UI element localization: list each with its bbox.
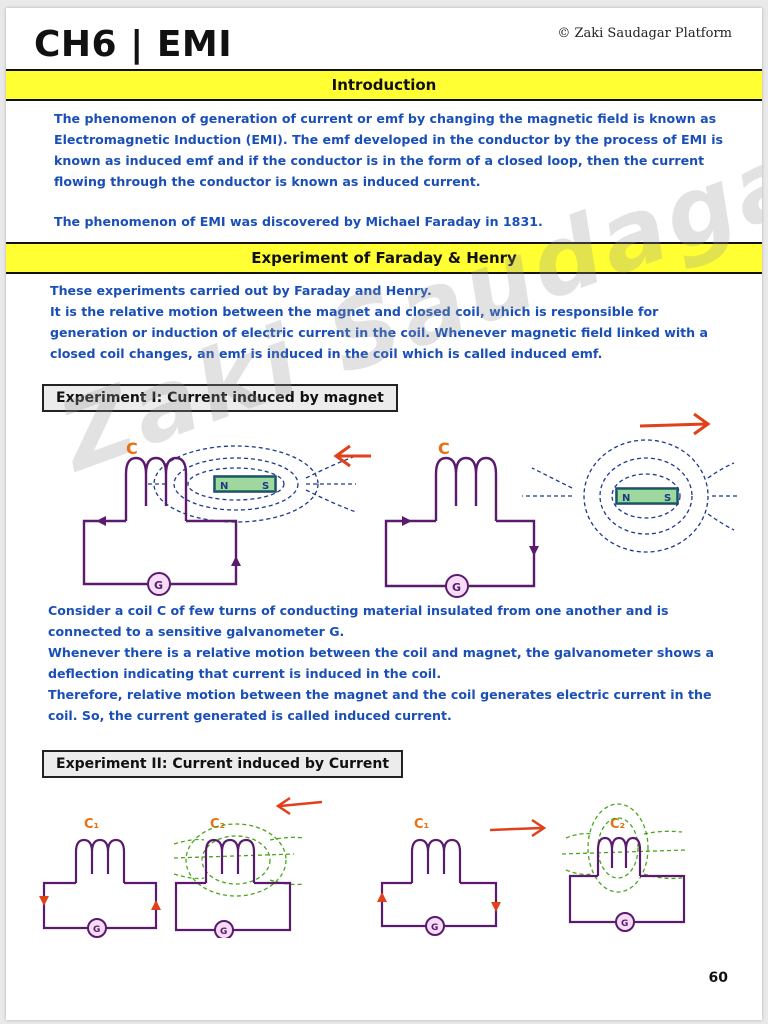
svg-text:N: N (220, 481, 228, 492)
chapter-title: CH6 | EMI (34, 24, 233, 65)
svg-text:G: G (93, 925, 100, 935)
magnetic-field-lines (173, 823, 305, 897)
galvanometer (87, 918, 107, 938)
svg-text:C₂: C₂ (610, 817, 625, 832)
galvanometer (445, 574, 469, 598)
introduction-paragraph-2: The phenomenon of EMI was discovered by … (54, 214, 543, 229)
faraday-henry-line-1: These experiments carried out by Faraday… (50, 283, 432, 298)
experiment-1-line-2: Whenever there is a relative motion betw… (48, 645, 715, 681)
galvanometer (214, 920, 234, 938)
page-number: 60 (708, 970, 728, 986)
motion-arrow-right-icon (639, 412, 711, 436)
coil-label: C (126, 439, 138, 458)
galvanometer (615, 912, 635, 932)
svg-text:S: S (262, 481, 269, 492)
introduction-paragraph-1: The phenomenon of generation of current … (54, 111, 724, 189)
svg-text:C₁: C₁ (84, 817, 99, 832)
svg-text:G: G (621, 919, 628, 929)
motion-arrow-left-icon (275, 796, 323, 816)
svg-text:N: N (622, 493, 630, 504)
svg-text:C: C (438, 439, 450, 458)
experiment-1-diagram-receding: C N S G (384, 412, 737, 598)
galvanometer (147, 572, 171, 596)
svg-text:G: G (220, 927, 227, 937)
current-direction-arrows (96, 516, 241, 566)
introduction-heading: Introduction (6, 69, 762, 101)
faraday-henry-heading: Experiment of Faraday & Henry (6, 242, 762, 274)
copyright-notice: © Zaki Saudagar Platform (557, 26, 732, 41)
galvanometer (425, 916, 445, 936)
svg-text:S: S (664, 493, 671, 504)
svg-text:C₁: C₁ (414, 817, 429, 832)
current-direction-arrows (402, 516, 539, 556)
motion-arrow-right-icon (489, 818, 547, 838)
document-page: CH6 | EMI © Zaki Saudagar Platform Intro… (6, 8, 762, 1020)
svg-text:C₂: C₂ (210, 817, 225, 832)
experiment-1-line-3: Therefore, relative motion between the m… (48, 687, 712, 723)
experiment-1-diagram-approaching: C N S G (82, 439, 371, 596)
faraday-henry-line-2: It is the relative motion between the ma… (50, 304, 709, 361)
svg-text:G: G (452, 581, 461, 594)
svg-text:G: G (431, 923, 438, 933)
svg-text:G: G (154, 579, 163, 592)
experiment-2-diagram-receding: C₁ C₂ G G (377, 803, 687, 936)
experiment-1-title: Experiment I: Current induced by magnet (42, 384, 398, 412)
experiment-2-diagram-approaching: C₁ C₂ G G (39, 796, 323, 938)
motion-arrow-left-icon (333, 444, 371, 468)
experiment-2-title: Experiment II: Current induced by Curren… (42, 750, 404, 778)
magnetic-field-lines (522, 439, 737, 553)
coil (82, 456, 238, 586)
experiment-1-line-1: Consider a coil C of few turns of conduc… (48, 603, 669, 639)
